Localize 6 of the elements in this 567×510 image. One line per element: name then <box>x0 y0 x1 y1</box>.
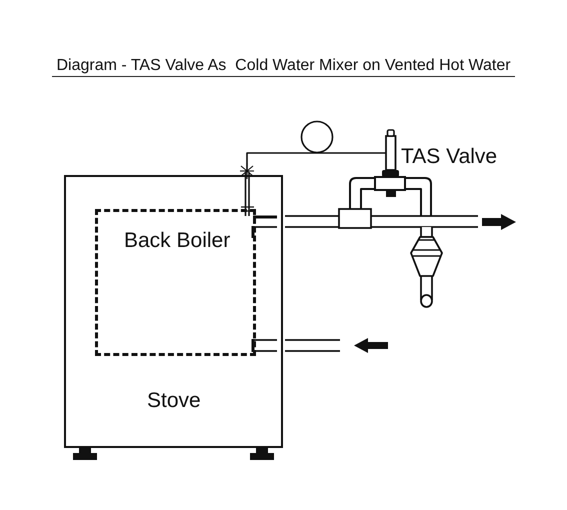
title: Diagram - TAS Valve As Cold Water Mixer on Vented Hot Water <box>52 56 515 77</box>
node-label: Stove <box>147 389 201 413</box>
stove-box <box>64 175 283 448</box>
valve-label: TAS Valve <box>401 145 498 169</box>
back-boiler-box <box>95 209 256 356</box>
node-label: Back Boiler <box>124 229 230 253</box>
